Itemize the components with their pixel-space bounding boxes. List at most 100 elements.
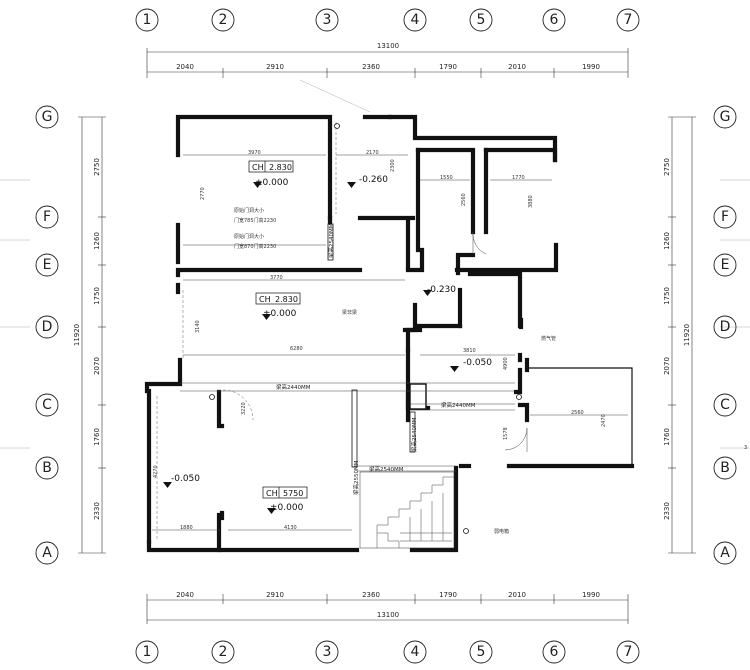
grid-bubble-A-right: A bbox=[713, 541, 737, 565]
room-2-tag: CH 2.830 ±0.000 bbox=[255, 292, 301, 320]
svg-text:4: 4 bbox=[411, 644, 420, 660]
staircase bbox=[359, 471, 455, 549]
svg-text:4130: 4130 bbox=[284, 525, 297, 531]
top-total-dim: 13100 bbox=[377, 42, 399, 50]
svg-text:4: 4 bbox=[411, 12, 420, 28]
svg-text:±0.000: ±0.000 bbox=[270, 503, 304, 513]
svg-text:1770: 1770 bbox=[512, 175, 525, 181]
svg-text:2330: 2330 bbox=[663, 502, 671, 520]
inner-dimensions: 3970 2170 1550 1770 3770 6280 3810 2560 … bbox=[153, 150, 607, 531]
svg-text:5: 5 bbox=[477, 12, 486, 28]
extension-lines bbox=[0, 79, 750, 449]
grid-bubble-C-right: C bbox=[713, 393, 737, 417]
svg-text:3810: 3810 bbox=[463, 348, 476, 354]
grid-axis-top: 1 2 3 4 5 6 7 bbox=[135, 8, 640, 32]
grid-bubble-B-left: B bbox=[35, 456, 59, 480]
svg-text:E: E bbox=[721, 257, 730, 273]
svg-text:1760: 1760 bbox=[663, 428, 671, 446]
svg-text:2010: 2010 bbox=[508, 591, 526, 599]
bottom-dimension-chain: 2040 2910 2360 1790 2010 1990 13100 bbox=[146, 591, 629, 624]
svg-text:2070: 2070 bbox=[663, 357, 671, 375]
svg-text:3: 3 bbox=[323, 12, 332, 28]
svg-text:2300: 2300 bbox=[390, 159, 396, 172]
svg-text:2170: 2170 bbox=[366, 150, 379, 156]
svg-text:原始门洞大小: 原始门洞大小 bbox=[234, 233, 264, 240]
svg-text:梁高2540MM: 梁高2540MM bbox=[410, 417, 418, 452]
svg-text:4900: 4900 bbox=[503, 357, 509, 370]
svg-text:5750: 5750 bbox=[283, 489, 303, 498]
grid-bubble-C-left: C bbox=[35, 393, 59, 417]
svg-text:2770: 2770 bbox=[200, 187, 206, 200]
svg-text:G: G bbox=[42, 109, 53, 125]
grid-bubble-E-right: E bbox=[713, 253, 737, 277]
svg-text:3: 3 bbox=[323, 644, 332, 660]
svg-text:F: F bbox=[721, 209, 729, 225]
svg-text:1790: 1790 bbox=[439, 591, 457, 599]
svg-text:D: D bbox=[720, 319, 731, 335]
grid-bubble-4-top: 4 bbox=[403, 8, 427, 32]
grid-axis-left: G F E D C B A bbox=[35, 105, 59, 565]
grid-axis-bottom: 1 2 3 4 5 6 7 bbox=[135, 640, 640, 664]
grid-bubble-G-right: G bbox=[713, 105, 737, 129]
svg-text:CH: CH bbox=[252, 163, 264, 172]
room-3-tag: CH 5750 ±0.000 bbox=[262, 486, 308, 514]
svg-text:4270: 4270 bbox=[153, 465, 159, 478]
grid-bubble-F-right: F bbox=[713, 205, 737, 229]
svg-text:F: F bbox=[43, 209, 51, 225]
svg-text:-0.050: -0.050 bbox=[463, 358, 492, 368]
svg-text:2.830: 2.830 bbox=[269, 163, 292, 172]
grid-bubble-6-bottom: 6 bbox=[542, 640, 566, 664]
svg-text:梁高2440MM: 梁高2440MM bbox=[276, 383, 311, 391]
top-dimension-chain: 13100 2040 2910 2360 1790 2010 1990 bbox=[146, 42, 629, 78]
svg-text:3770: 3770 bbox=[270, 275, 283, 281]
svg-text:CH: CH bbox=[266, 489, 278, 498]
svg-text:弱电箱: 弱电箱 bbox=[494, 528, 509, 535]
svg-text:D: D bbox=[42, 319, 53, 335]
grid-bubble-5-top: 5 bbox=[469, 8, 493, 32]
svg-text:2750: 2750 bbox=[93, 158, 101, 176]
grid-bubble-4-bottom: 4 bbox=[403, 640, 427, 664]
grid-bubble-1-top: 1 bbox=[135, 8, 159, 32]
grid-bubble-7-bottom: 7 bbox=[616, 640, 640, 664]
svg-text:梁高2540MM: 梁高2540MM bbox=[327, 223, 335, 258]
svg-text:2.830: 2.830 bbox=[275, 295, 298, 304]
svg-text:2910: 2910 bbox=[266, 591, 284, 599]
svg-text:2360: 2360 bbox=[362, 63, 380, 71]
svg-text:-0.050: -0.050 bbox=[171, 474, 200, 484]
svg-text:3140: 3140 bbox=[195, 320, 201, 333]
svg-text:G: G bbox=[720, 109, 731, 125]
svg-text:6: 6 bbox=[550, 12, 559, 28]
svg-text:1260: 1260 bbox=[663, 232, 671, 250]
svg-text:2: 2 bbox=[219, 12, 228, 28]
svg-text:2: 2 bbox=[219, 644, 228, 660]
grid-bubble-6-top: 6 bbox=[542, 8, 566, 32]
svg-text:2470: 2470 bbox=[601, 414, 607, 427]
svg-text:门宽870门高2230: 门宽870门高2230 bbox=[234, 243, 276, 250]
svg-text:7: 7 bbox=[624, 644, 633, 660]
left-total-dim: 11920 bbox=[73, 324, 81, 346]
svg-text:1550: 1550 bbox=[440, 175, 453, 181]
svg-text:±0.000: ±0.000 bbox=[263, 309, 297, 319]
svg-text:梁高2540MM: 梁高2540MM bbox=[369, 465, 404, 473]
svg-text:-0.230: -0.230 bbox=[427, 285, 456, 295]
svg-text:1990: 1990 bbox=[582, 591, 600, 599]
svg-text:5: 5 bbox=[477, 644, 486, 660]
doors bbox=[209, 123, 528, 534]
svg-text:1790: 1790 bbox=[439, 63, 457, 71]
bottom-total-dim: 13100 bbox=[377, 611, 399, 619]
grid-bubble-2-top: 2 bbox=[211, 8, 235, 32]
svg-text:C: C bbox=[42, 397, 52, 413]
svg-text:梁高2550MM: 梁高2550MM bbox=[352, 460, 360, 495]
svg-text:1750: 1750 bbox=[663, 287, 671, 305]
grid-bubble-E-left: E bbox=[35, 253, 59, 277]
svg-text:1880: 1880 bbox=[180, 525, 193, 531]
svg-text:1990: 1990 bbox=[582, 63, 600, 71]
svg-text:1260: 1260 bbox=[93, 232, 101, 250]
svg-text:2560: 2560 bbox=[571, 410, 584, 416]
svg-text:门宽785门高2230: 门宽785门高2230 bbox=[234, 217, 276, 224]
svg-text:±0.000: ±0.000 bbox=[255, 178, 289, 188]
svg-text:2040: 2040 bbox=[176, 591, 194, 599]
svg-text:2040: 2040 bbox=[176, 63, 194, 71]
svg-text:3220: 3220 bbox=[241, 402, 247, 415]
